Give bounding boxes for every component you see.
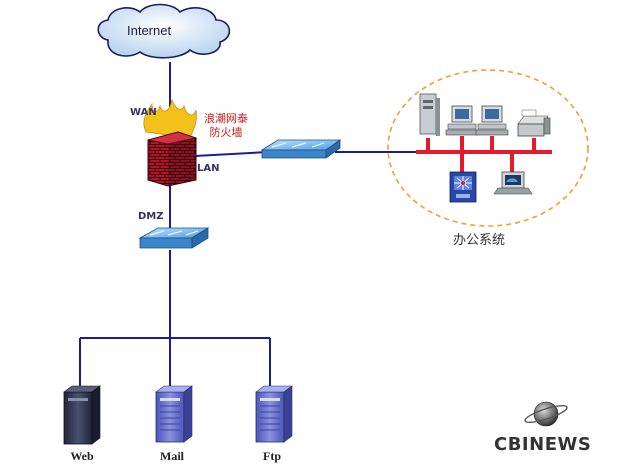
web-server-label: Web <box>70 449 94 463</box>
web-server-icon <box>63 385 101 445</box>
dmz-label: DMZ <box>138 211 164 222</box>
internet-label: Internet <box>127 23 172 38</box>
lan-switch-icon <box>260 139 342 159</box>
firewall-icon <box>143 98 198 187</box>
cbinews-globe-icon <box>524 401 568 427</box>
office-workstation-icon <box>445 105 479 136</box>
firewall-name-line1: 浪潮网泰 <box>204 112 248 125</box>
lan-label: LAN <box>197 163 220 174</box>
network-links <box>79 62 418 392</box>
dmz-switch-icon <box>138 227 210 249</box>
mail-server-label: Mail <box>160 449 184 463</box>
wan-label: WAN <box>130 107 157 118</box>
office-system-group <box>387 69 589 227</box>
cbinews-logo-text: CBINEWS <box>494 434 592 455</box>
firewall-name-line2: 防火墙 <box>209 126 243 139</box>
office-workstation-icon <box>475 105 509 136</box>
office-system-label: 办公系统 <box>453 233 506 248</box>
office-printer-icon <box>517 109 551 137</box>
ftp-server-icon <box>255 385 293 443</box>
office-tower-server-icon <box>419 93 440 136</box>
ftp-server-label: Ftp <box>263 449 281 463</box>
office-boundary-ring <box>387 69 589 227</box>
mail-server-icon <box>155 385 193 443</box>
internet-cloud-icon <box>97 3 231 59</box>
office-laptop-icon <box>493 171 533 195</box>
office-access-device-icon <box>449 171 477 203</box>
office-bus <box>416 136 552 174</box>
link-firewall-to-lan-switch <box>194 151 269 157</box>
